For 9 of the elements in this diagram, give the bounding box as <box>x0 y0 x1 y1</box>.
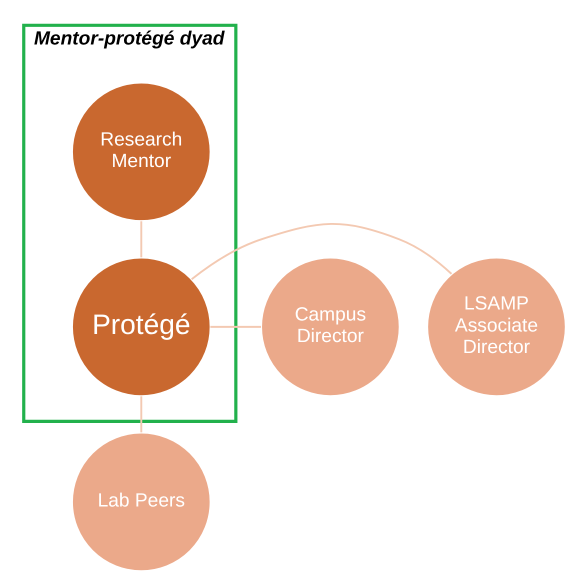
node-circle: Research Mentor <box>72 82 211 222</box>
connector <box>140 396 142 432</box>
node-circle: LSAMP Associate Director <box>426 257 566 396</box>
node-circle: Campus Director <box>260 257 400 396</box>
connector <box>140 221 142 258</box>
node-circle: Protégé <box>72 257 211 396</box>
connector <box>210 326 261 328</box>
connector <box>191 223 452 280</box>
node-circle: Lab Peers <box>72 432 211 572</box>
